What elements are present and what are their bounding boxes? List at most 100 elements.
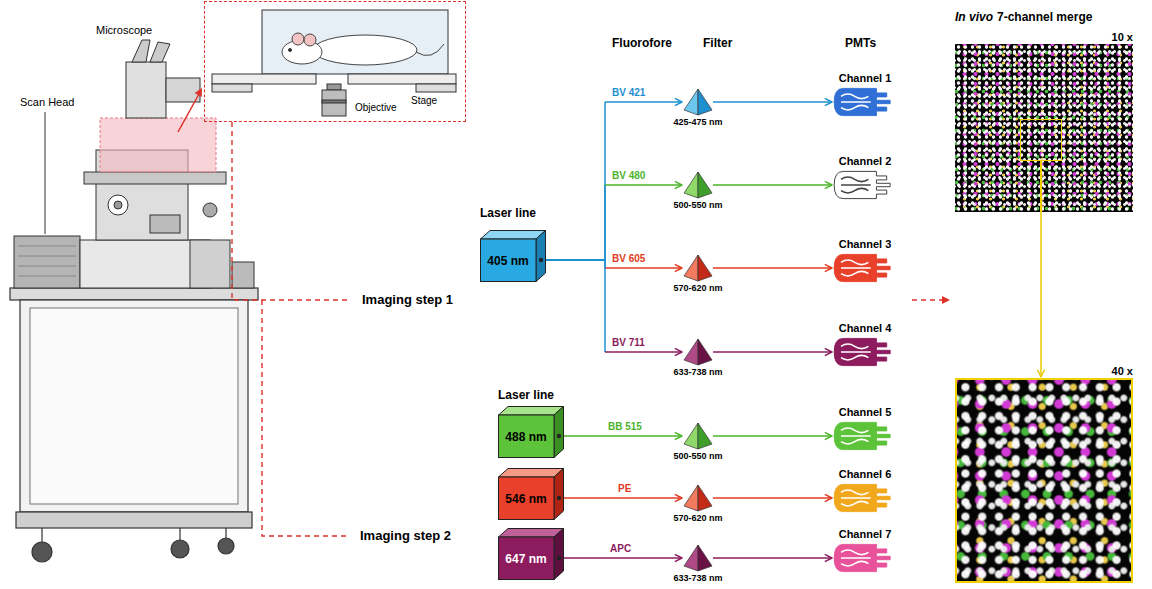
filter-prism [683, 484, 713, 512]
laser-box: 647 nm [498, 528, 564, 580]
connector-line [1040, 212, 1042, 377]
scan-head [14, 236, 80, 288]
light-path [713, 436, 832, 437]
filter-range: 633-738 nm [673, 573, 722, 584]
light-path [713, 102, 832, 103]
pmt-detector [833, 251, 897, 285]
filter-range: 570-620 nm [673, 283, 722, 294]
fluorophore-label: BV 605 [612, 253, 645, 265]
light-path [713, 185, 832, 186]
filter-node: 425-475 nm [673, 88, 722, 128]
zoom-arrow [178, 88, 202, 132]
connector-line [564, 497, 682, 499]
pmt-node: Channel 3 [833, 238, 897, 285]
filter-range: 500-550 nm [673, 451, 722, 462]
micrograph [955, 378, 1133, 583]
light-path [546, 185, 682, 260]
pmt-detector [833, 419, 897, 453]
light-path [1041, 212, 1042, 377]
connector-line [713, 497, 832, 499]
filter-prism [683, 544, 713, 572]
channel-label: Channel 4 [839, 322, 892, 335]
channel-label: Channel 1 [839, 72, 892, 85]
filter-prism [683, 171, 713, 199]
micrograph [955, 44, 1133, 212]
pmt-detector [833, 335, 897, 369]
connector-line [605, 267, 682, 269]
text-label: Imaging step 2 [360, 528, 451, 544]
light-path [564, 498, 682, 499]
image-panel: 40 x [955, 364, 1133, 583]
merge-arrowhead [942, 296, 950, 304]
filter-range: 500-550 nm [673, 200, 722, 211]
leader-line [45, 112, 46, 234]
connector-stem [546, 260, 605, 268]
pmt-detector [833, 168, 897, 202]
connector-line [713, 351, 832, 353]
fluorophore-label: BB 515 [608, 421, 642, 433]
filter-node: 633-738 nm [673, 338, 722, 378]
pmt-node: Channel 4 [833, 322, 897, 369]
pmt-node: Channel 6 [833, 468, 897, 515]
filter-prism [683, 88, 713, 116]
connector-line [564, 435, 682, 437]
imaging-chamber [212, 10, 456, 116]
connector-line [605, 184, 682, 186]
text-label: Scan Head [20, 96, 74, 109]
part-label: Objective [355, 102, 397, 113]
text-label: Microscope [96, 24, 152, 37]
channel-label: Channel 3 [839, 238, 892, 251]
laser-box: 488 nm [498, 406, 564, 458]
filter-node: 500-550 nm [673, 171, 722, 211]
fluorophore-label: PE [618, 483, 631, 495]
pmt-node: Channel 2 [833, 155, 897, 202]
connector-line [713, 557, 832, 559]
connector-line [605, 101, 682, 103]
microscope-cart [10, 288, 258, 562]
filter-node: 633-738 nm [673, 544, 722, 584]
pmt-detector [833, 85, 897, 119]
laser-box: 405 nm [480, 230, 546, 282]
connector-line [605, 351, 682, 353]
fluorophore-label: BV 480 [612, 170, 645, 182]
channel-label: Channel 6 [839, 468, 892, 481]
connector-line [713, 267, 832, 269]
text-label: PMTs [845, 36, 876, 50]
fluorophore-label: BV 711 [612, 337, 645, 349]
filter-range: 633-738 nm [673, 367, 722, 378]
connector-line [564, 557, 682, 559]
inset-panel: StageObjective [204, 1, 466, 122]
magnification-label: 10 x [955, 30, 1133, 44]
text-label: Imaging step 1 [362, 292, 453, 308]
pmt-detector [833, 481, 897, 515]
filter-node: 570-620 nm [673, 254, 722, 294]
light-path [564, 558, 682, 559]
channel-label: Channel 7 [839, 528, 892, 541]
light-path [713, 268, 832, 269]
connector-line [713, 184, 832, 186]
channel-label: Channel 5 [839, 406, 892, 419]
fluorophore-label: BV 421 [612, 87, 645, 99]
connector-line [713, 435, 832, 437]
connector-stem [546, 102, 605, 260]
connector-stem [546, 185, 605, 260]
text-label: 7-channel merge [997, 10, 1092, 24]
pmt-node: Channel 1 [833, 72, 897, 119]
connector-stem [546, 260, 605, 352]
channel-label: Channel 2 [839, 155, 892, 168]
magnification-label: 40 x [955, 364, 1133, 378]
text-label: Filter [703, 36, 732, 50]
text-label: Laser line [480, 206, 536, 220]
light-path [546, 260, 682, 352]
step-bracket [232, 122, 944, 536]
laser-wavelength: 488 nm [498, 415, 554, 458]
zoom-region [1020, 119, 1062, 161]
laser-wavelength: 546 nm [498, 477, 554, 520]
light-path [713, 498, 832, 499]
pmt-node: Channel 7 [833, 528, 897, 575]
pmt-node: Channel 5 [833, 406, 897, 453]
connector-line [713, 101, 832, 103]
filter-prism [683, 254, 713, 282]
text-label: Laser line [498, 388, 554, 402]
